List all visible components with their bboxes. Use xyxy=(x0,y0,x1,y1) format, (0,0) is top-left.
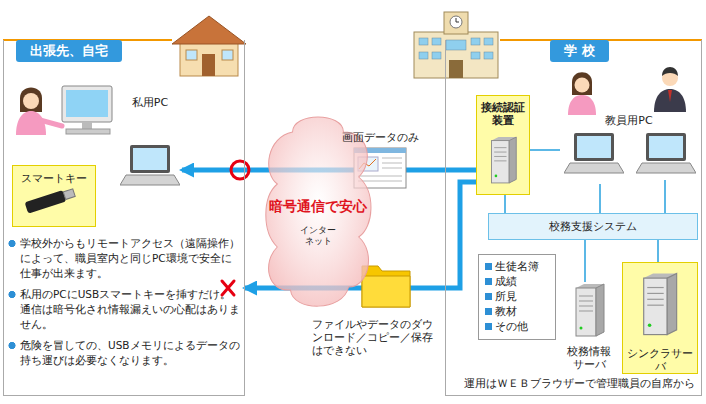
region-panel: 出張先、自宅学校外からもリモートアクセス（遠隔操作）によって、職員室内と同じPC… xyxy=(3,40,245,396)
node-label: シンクラサーバ xyxy=(623,347,697,373)
woman-teacher xyxy=(568,72,596,115)
icon xyxy=(488,135,529,189)
node-label: 暗号通信で安心 xyxy=(262,198,374,215)
icon xyxy=(572,282,616,342)
house-icon xyxy=(172,16,246,76)
connector xyxy=(584,240,586,282)
icon xyxy=(639,271,697,341)
text-group: 運用はＷＥＢブラウザーで管理職員の自席から xyxy=(446,376,701,390)
woman-at-desktop xyxy=(16,86,112,135)
laptop-icon xyxy=(120,143,180,189)
node-label: 学 校 xyxy=(550,40,609,62)
edge-label: ファイルやデータのダウンロード／コピー／保存はできない xyxy=(312,318,434,357)
node-text: 教材 xyxy=(483,304,553,319)
network-line xyxy=(664,180,666,213)
man-teacher xyxy=(654,67,686,112)
node-text: その他 xyxy=(483,319,553,334)
ok-mark xyxy=(231,161,249,179)
node-label: 生徒名簿 xyxy=(483,259,553,274)
node-label: 校務情報サーバ xyxy=(562,345,616,371)
laptop-icon xyxy=(564,131,624,177)
node-text: 所見 xyxy=(483,289,553,304)
connector xyxy=(657,240,659,262)
school-server: 校務情報サーバ xyxy=(562,282,616,370)
node-label: 接続認証装置 xyxy=(477,101,529,127)
laptop-icon xyxy=(636,131,696,177)
smart-key-box: スマートキー xyxy=(12,165,96,227)
icon xyxy=(13,185,95,219)
private-pc: 私用PC xyxy=(118,96,182,200)
server-icon xyxy=(639,271,679,337)
folder-icon xyxy=(362,266,410,307)
connector xyxy=(504,195,506,213)
node-text: インターネット xyxy=(298,225,338,247)
icon xyxy=(120,143,182,193)
node-text: 学校外からもリモートアクセス（遠隔操作）によって、職員室内と同じPC環境で安全に… xyxy=(8,236,240,281)
system-band: 校務支援システム xyxy=(488,213,698,240)
school-icon xyxy=(414,12,498,78)
node-label: 教員用PC xyxy=(560,114,698,127)
node-text: 私用のPCにUSBスマートキーを挿すだけ。 通信は暗号化され情報漏えいの心配はあ… xyxy=(8,287,240,332)
data-list-box: 生徒名簿成績所見教材その他 xyxy=(478,254,556,340)
region-panel: 学 校運用はＷＥＢブラウザーで管理職員の自席から 接続認証装置教員用PC 校務支援シ… xyxy=(445,40,702,396)
edge-label: 画面データのみ xyxy=(342,131,432,144)
connector xyxy=(599,184,601,213)
usb-key-icon xyxy=(13,185,83,215)
server-icon xyxy=(488,135,518,185)
node-text: 成績 xyxy=(483,274,553,289)
thin-client-server-box: シンクラサーバ xyxy=(622,262,698,374)
node-label: スマートキー xyxy=(13,172,95,185)
icon xyxy=(564,131,698,181)
node-text: 危険を冒しての、USBメモリによるデータの持ち運びは必要なくなります。 xyxy=(8,338,240,368)
node-label: 出張先、自宅 xyxy=(16,40,122,62)
node-label: 校務支援システム xyxy=(489,220,697,233)
auth-device-box: 接続認証装置 xyxy=(476,95,530,195)
node-label: 私用PC xyxy=(118,96,182,109)
server-icon xyxy=(572,282,606,338)
node-text: 運用はＷＥＢブラウザーで管理職員の自席から xyxy=(446,376,701,390)
text-group: 学校外からもリモートアクセス（遠隔操作）によって、職員室内と同じPC環境で安全に… xyxy=(4,236,244,374)
teacher-pc-group: 教員用PC xyxy=(560,114,698,184)
connector xyxy=(530,149,560,151)
